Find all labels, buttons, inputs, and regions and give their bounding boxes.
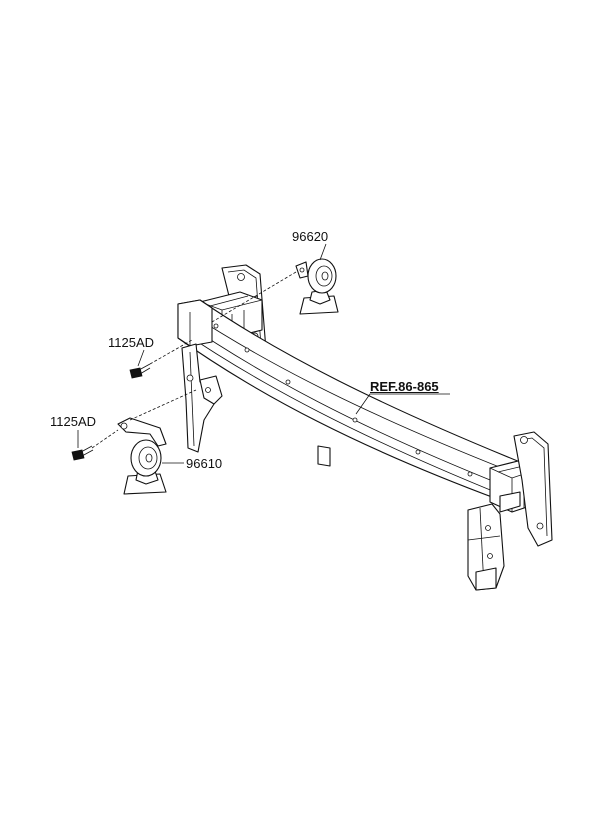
label-96610: 96610 (186, 456, 223, 471)
right-lower-bracket (467, 491, 521, 591)
leader-lines (77, 243, 450, 464)
label-1125ad-upper: 1125AD (108, 335, 155, 350)
horn-96610 (117, 417, 167, 495)
bolt-1125ad-lower (71, 445, 94, 461)
horn-96620 (295, 258, 339, 315)
reference-label[interactable]: REF.86-865 (370, 379, 439, 394)
label-1125ad-lower: 1125AD (50, 414, 97, 429)
bolt-1125ad-upper (129, 363, 151, 379)
bumper-beam (177, 299, 521, 501)
label-96620: 96620 (292, 229, 329, 244)
left-lower-bracket (181, 343, 223, 453)
right-mounting-bracket (513, 431, 553, 547)
